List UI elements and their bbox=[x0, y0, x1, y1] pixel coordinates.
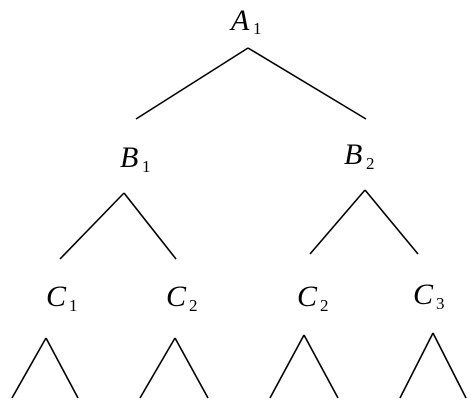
node-c1-subscript: 1 bbox=[69, 296, 78, 315]
leaf-edge-c1-left bbox=[11, 337, 47, 399]
node-c1-letter: C bbox=[46, 280, 67, 313]
node-b1: B 1 bbox=[120, 141, 151, 176]
node-b1-letter: B bbox=[120, 141, 138, 174]
node-b1-subscript: 1 bbox=[142, 157, 151, 176]
edge-b2-c2b bbox=[309, 189, 366, 255]
leaf-edge-c1-right bbox=[45, 337, 79, 399]
node-c1: C 1 bbox=[46, 280, 78, 315]
node-a1-subscript: 1 bbox=[253, 19, 262, 38]
node-a1-letter: A bbox=[229, 4, 250, 37]
node-c2-right-letter: C bbox=[297, 280, 318, 313]
node-b2: B 2 bbox=[344, 138, 375, 173]
edge-b2-c3 bbox=[364, 189, 419, 255]
edge-b1-c1 bbox=[59, 192, 125, 260]
leaf-edge-c2b-right bbox=[303, 334, 339, 399]
node-a1: A 1 bbox=[229, 4, 262, 38]
node-c2-left-letter: C bbox=[166, 280, 187, 313]
leaf-edge-c3-right bbox=[432, 332, 467, 399]
edge-a1-b1 bbox=[135, 47, 249, 120]
leaf-edge-c3-left bbox=[399, 332, 434, 399]
edge-a1-b2 bbox=[247, 47, 367, 120]
node-c3: C 3 bbox=[413, 278, 445, 313]
node-c3-letter: C bbox=[413, 278, 434, 311]
node-c2-right: C 2 bbox=[297, 280, 329, 315]
node-b2-subscript: 2 bbox=[366, 154, 375, 173]
edge-b1-c2a bbox=[123, 192, 177, 260]
node-b2-letter: B bbox=[344, 138, 362, 171]
node-c2-right-subscript: 2 bbox=[320, 296, 329, 315]
node-c2-left: C 2 bbox=[166, 280, 198, 315]
leaf-edge-c2b-left bbox=[269, 334, 305, 399]
leaf-edge-c2a-right bbox=[174, 337, 209, 399]
leaf-edge-c2a-left bbox=[139, 337, 176, 399]
node-c2-left-subscript: 2 bbox=[189, 296, 198, 315]
node-c3-subscript: 3 bbox=[436, 294, 445, 313]
